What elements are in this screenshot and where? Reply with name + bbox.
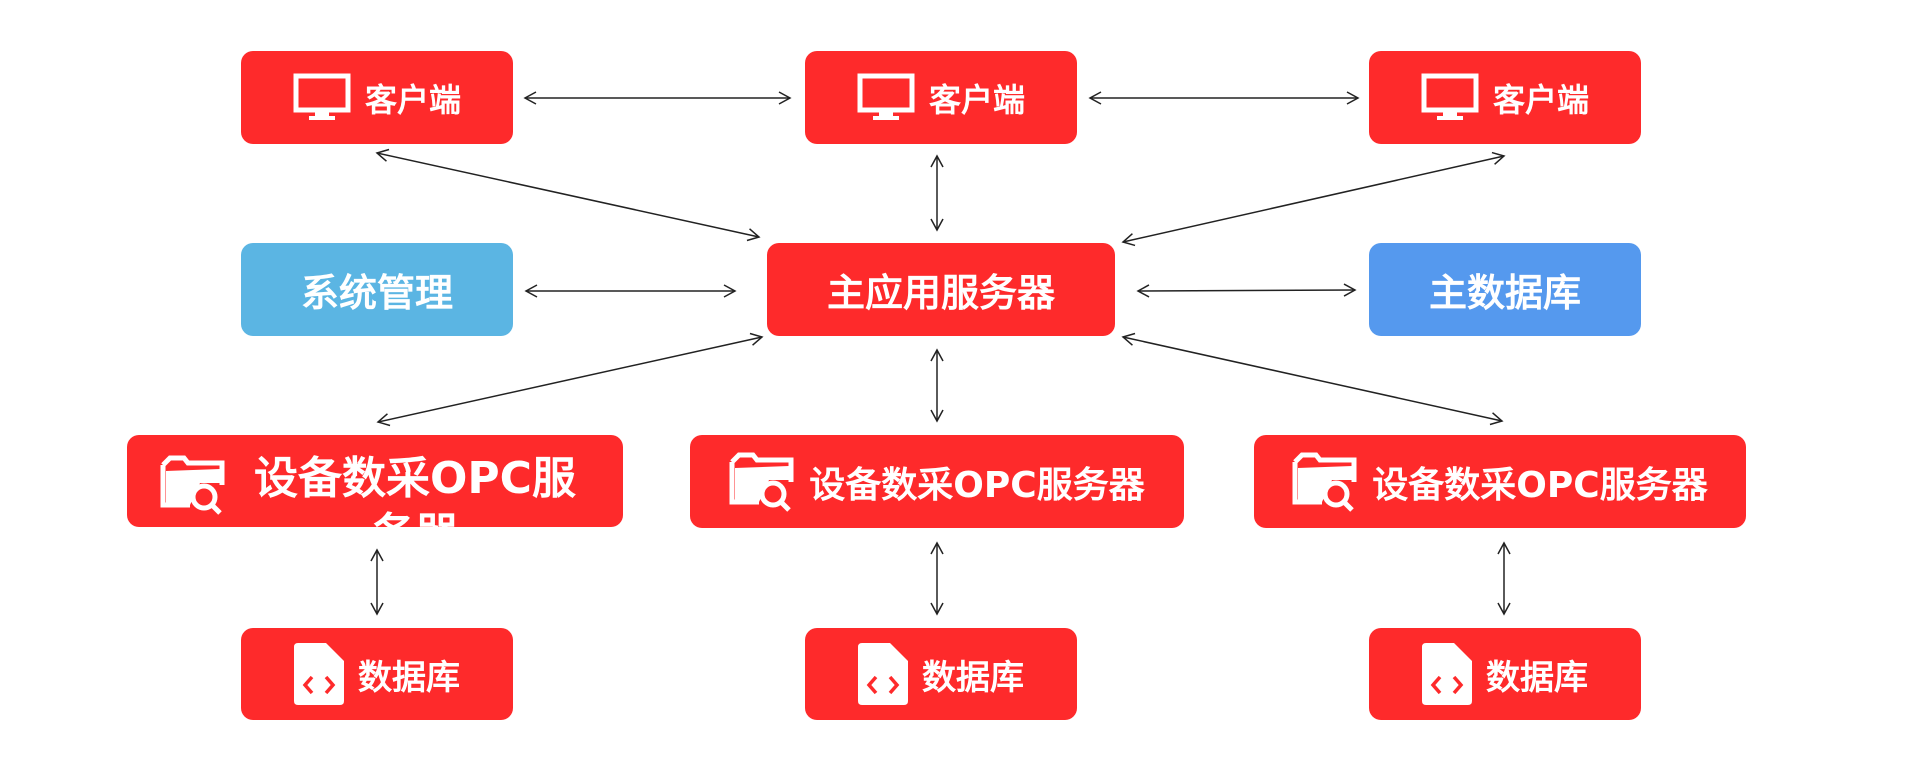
folder-search-icon (729, 452, 794, 512)
code-file-icon (858, 643, 908, 705)
system-mgmt-label: 系统管理 (300, 271, 453, 315)
client-label: 客户端 (364, 80, 461, 119)
database-label: 数据库 (358, 657, 460, 698)
database-node-1[interactable]: 数据库 (241, 628, 513, 720)
main-db-node[interactable]: 主数据库 (1369, 243, 1641, 336)
opc-server-node-3[interactable]: 设备数采OPC服务器 (1254, 435, 1746, 528)
client-node-1[interactable]: 客户端 (241, 51, 513, 144)
arrow-main-db (1136, 283, 1357, 298)
database-node-3[interactable]: 数据库 (1369, 628, 1641, 720)
monitor-icon (857, 73, 915, 120)
client-node-3[interactable]: 客户端 (1369, 51, 1641, 144)
opc-server-node-2[interactable]: 设备数采OPC服务器 (690, 435, 1184, 528)
arrow-main-opc1 (376, 332, 764, 427)
folder-search-icon (1292, 452, 1357, 512)
main-server-node[interactable]: 主应用服务器 (767, 243, 1115, 336)
database-label: 数据库 (1486, 657, 1588, 698)
client-label: 客户端 (928, 80, 1025, 119)
opc-server-label: 设备数采OPC服务器 (254, 453, 576, 547)
folder-search-icon (160, 455, 225, 515)
client-label: 客户端 (1492, 80, 1589, 119)
database-node-2[interactable]: 数据库 (805, 628, 1077, 720)
system-mgmt-node[interactable]: 系统管理 (241, 243, 513, 336)
code-file-icon (294, 643, 344, 705)
main-db-label: 主数据库 (1428, 271, 1581, 315)
opc-server-label: 设备数采OPC服务器 (809, 464, 1145, 506)
client-node-2[interactable]: 客户端 (805, 51, 1077, 144)
code-file-icon (1422, 643, 1472, 705)
main-server-label: 主应用服务器 (826, 271, 1055, 315)
opc-server-label: 设备数采OPC服务器 (1372, 464, 1708, 506)
arrow-client1-main (375, 148, 761, 242)
monitor-icon (1421, 73, 1479, 120)
opc-server-node-1[interactable]: 设备数采OPC服务器 (127, 435, 623, 547)
monitor-icon (293, 73, 351, 120)
database-label: 数据库 (922, 657, 1024, 698)
arrow-main-opc3 (1121, 332, 1504, 426)
arrow-client3-main (1121, 151, 1506, 247)
